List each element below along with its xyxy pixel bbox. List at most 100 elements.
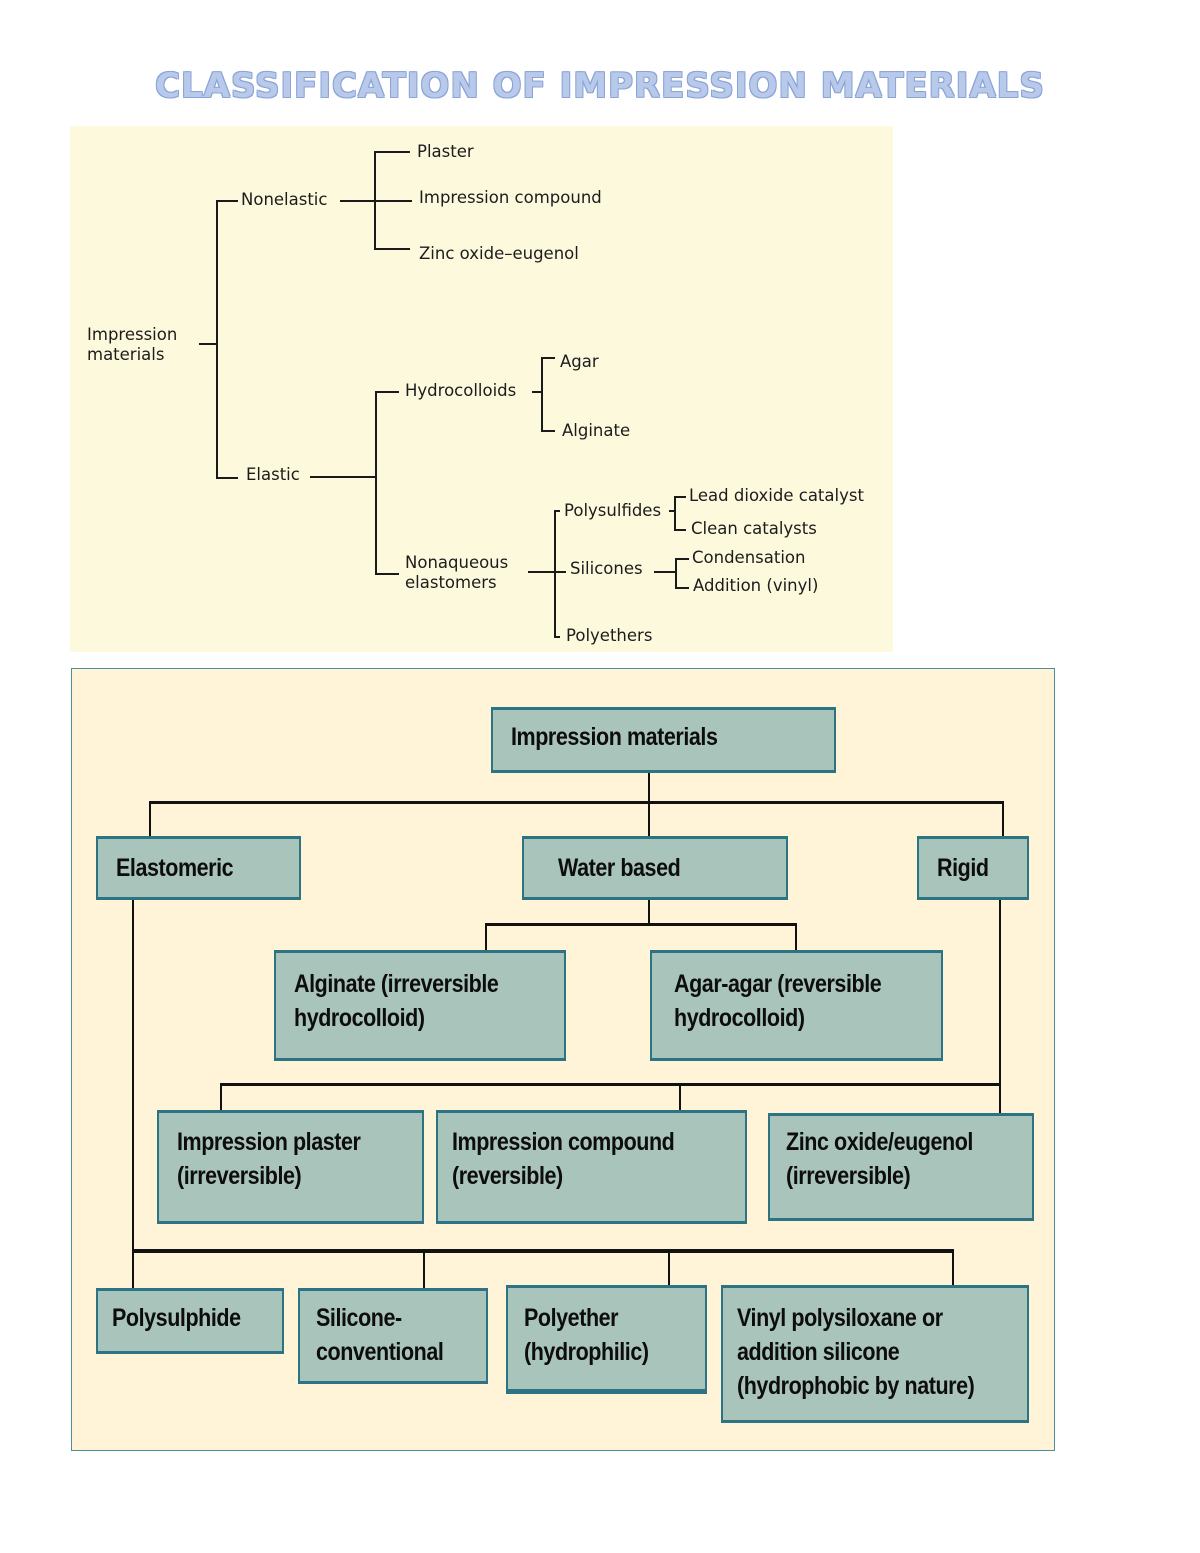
node-plaster: Plaster — [417, 142, 474, 161]
bracket-classification-diagram: Impression materials Nonelastic Plaster … — [70, 126, 893, 652]
box-label-line: addition silicone — [737, 1338, 900, 1366]
connector — [668, 1249, 670, 1289]
box-impression-compound: Impression compound (reversible) — [436, 1110, 747, 1224]
label-line: Nonaqueous — [405, 553, 509, 572]
box-label-line: Agar-agar (reversible — [674, 970, 882, 998]
node-elastic: Elastic — [246, 465, 300, 484]
connector — [220, 1083, 1001, 1086]
connector — [554, 510, 560, 512]
node-agar: Agar — [560, 352, 599, 371]
box-impression-materials: Impression materials — [491, 707, 836, 773]
connector — [675, 558, 677, 588]
connector — [554, 636, 560, 638]
box-label: Elastomeric — [116, 854, 234, 882]
connector — [541, 430, 555, 432]
root-label: Impression materials — [87, 325, 178, 364]
node-clean-catalysts: Clean catalysts — [691, 519, 817, 538]
box-rigid: Rigid — [917, 836, 1029, 900]
box-alginate: Alginate (irreversible hydrocolloid) — [274, 950, 566, 1061]
connector — [216, 200, 238, 202]
node-lead-dioxide-catalyst: Lead dioxide catalyst — [689, 486, 864, 505]
connector — [648, 773, 650, 837]
box-silicone-conventional: Silicone- conventional — [298, 1288, 488, 1384]
connector — [532, 391, 542, 393]
connector — [674, 496, 686, 498]
connector — [374, 248, 410, 250]
box-vinyl-polysiloxane: Vinyl polysiloxane or addition silicone … — [721, 1285, 1029, 1423]
connector — [375, 573, 399, 575]
connector — [375, 391, 399, 393]
box-label-line: Polyether — [524, 1304, 619, 1332]
box-label-line: Zinc oxide/eugenol — [786, 1128, 973, 1156]
connector — [216, 477, 238, 479]
node-condensation: Condensation — [692, 548, 806, 567]
connector — [952, 1249, 954, 1289]
box-elastomeric: Elastomeric — [96, 836, 301, 900]
label-line: elastomers — [405, 573, 497, 592]
box-label-line: (hydrophilic) — [524, 1338, 649, 1366]
connector — [132, 1249, 954, 1253]
node-addition-vinyl: Addition (vinyl) — [693, 576, 819, 595]
node-polyethers: Polyethers — [566, 626, 653, 645]
connector — [674, 496, 676, 530]
connector — [654, 571, 676, 573]
connector — [528, 571, 564, 573]
box-water-based: Water based — [522, 836, 788, 900]
box-label-line: hydrocolloid) — [674, 1004, 805, 1032]
connector — [423, 1249, 425, 1289]
connector — [679, 1083, 681, 1113]
connector — [648, 900, 650, 924]
connector — [485, 923, 487, 951]
box-polyether: Polyether (hydrophilic) — [506, 1285, 707, 1394]
connector — [554, 571, 566, 573]
connector — [554, 510, 556, 638]
connector — [310, 476, 376, 478]
connector — [374, 151, 410, 153]
box-label: Water based — [558, 854, 681, 882]
connector — [149, 801, 1004, 804]
connector — [216, 200, 218, 478]
connector — [541, 357, 555, 359]
connector — [675, 558, 689, 560]
connector — [674, 529, 686, 531]
box-label-line: Silicone- — [316, 1304, 402, 1332]
connector — [375, 391, 377, 574]
connector — [669, 510, 675, 512]
box-label-line: Vinyl polysiloxane or — [737, 1304, 943, 1332]
box-agar-agar: Agar-agar (reversible hydrocolloid) — [650, 950, 943, 1061]
box-polysulphide: Polysulphide — [96, 1288, 284, 1354]
box-label: Impression materials — [511, 723, 718, 751]
box-label-line: (irreversible) — [177, 1162, 302, 1190]
connector — [485, 923, 797, 926]
connector — [795, 923, 797, 951]
node-impression-materials-root: Impression materials — [87, 325, 197, 365]
box-label-line: (hydrophobic by nature) — [737, 1372, 975, 1400]
box-label-line: Alginate (irreversible — [294, 970, 499, 998]
connector — [374, 151, 376, 249]
connector — [675, 587, 689, 589]
connector — [999, 900, 1001, 1116]
box-label-line: Impression plaster — [177, 1128, 361, 1156]
page-title: CLASSIFICATION OF IMPRESSION MATERIALS — [155, 66, 1045, 106]
node-impression-compound: Impression compound — [419, 188, 602, 207]
box-label-line: Impression compound — [452, 1128, 675, 1156]
node-polysulfides: Polysulfides — [564, 501, 662, 520]
box-classification-diagram: Impression materials Elastomeric Water b… — [71, 668, 1055, 1451]
connector — [340, 200, 412, 202]
node-alginate: Alginate — [562, 421, 631, 440]
connector — [220, 1083, 222, 1113]
connector — [1002, 801, 1004, 837]
box-label-line: (irreversible) — [786, 1162, 911, 1190]
connector — [541, 357, 543, 431]
box-zinc-oxide-eugenol: Zinc oxide/eugenol (irreversible) — [768, 1113, 1034, 1221]
connector — [132, 900, 134, 1291]
connector — [149, 801, 151, 837]
box-label: Rigid — [937, 854, 989, 882]
node-nonaqueous-elastomers: Nonaqueous elastomers — [405, 553, 508, 593]
connector — [199, 343, 217, 345]
box-label-line: conventional — [316, 1338, 444, 1366]
box-label-line: (reversible) — [452, 1162, 563, 1190]
box-impression-plaster: Impression plaster (irreversible) — [157, 1110, 424, 1224]
node-silicones: Silicones — [570, 559, 643, 578]
node-zinc-oxide-eugenol: Zinc oxide–eugenol — [419, 244, 579, 263]
